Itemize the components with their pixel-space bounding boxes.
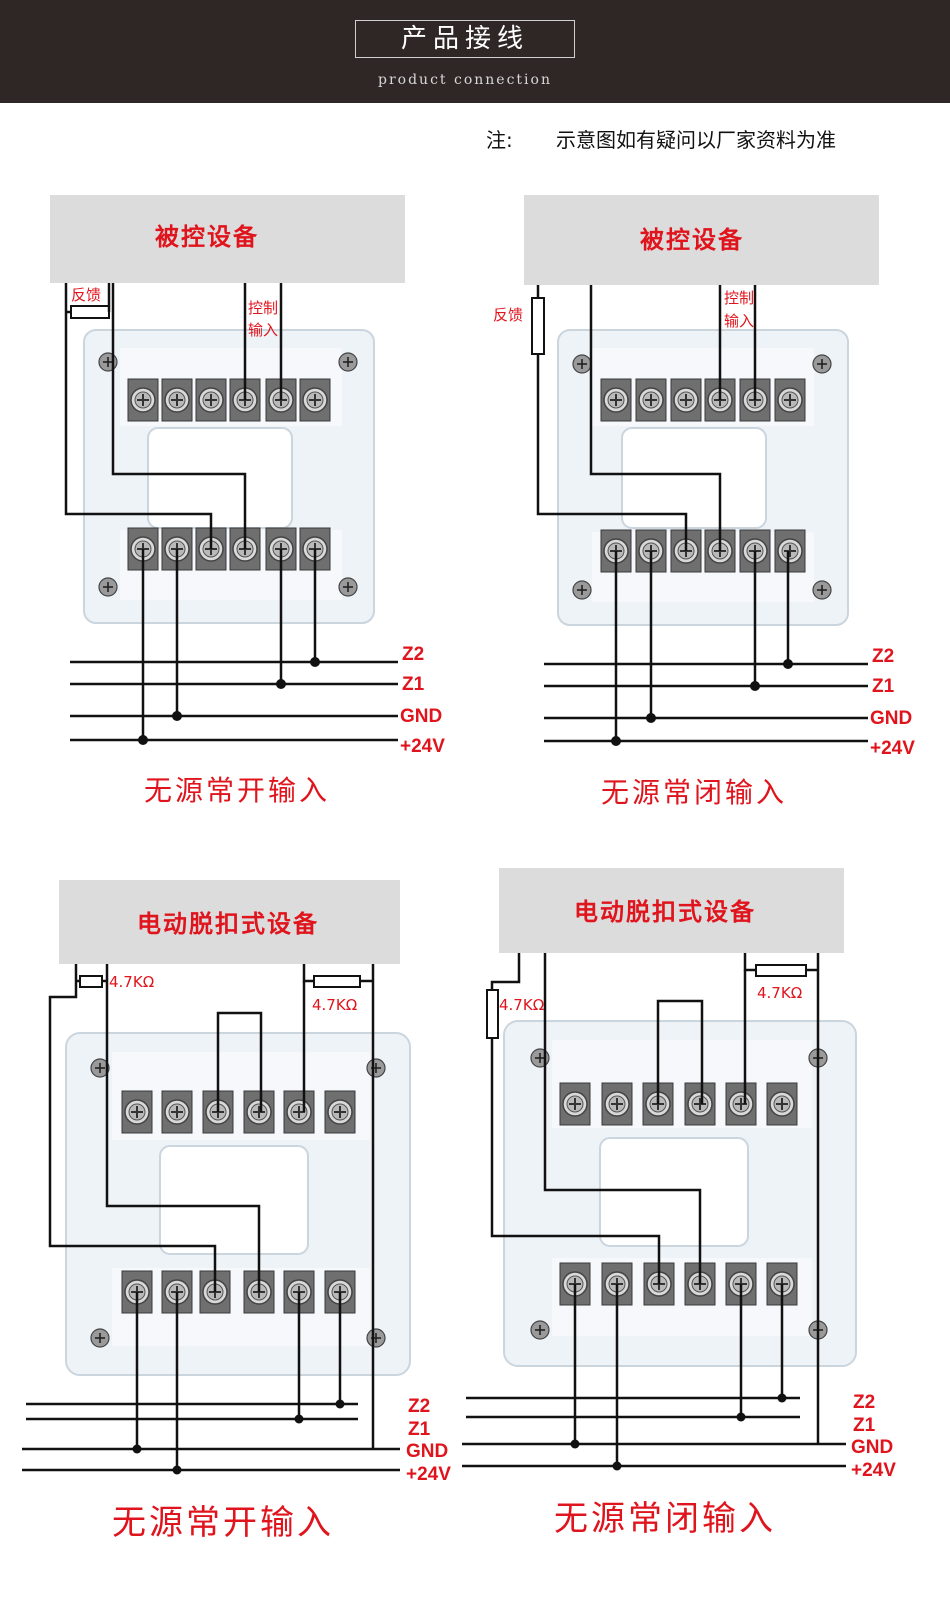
diagram-4: 电动脱扣式设备 4.7KΩ 4.7KΩ [462, 868, 896, 1539]
device-box [524, 195, 879, 285]
corner-screw-icon [572, 580, 592, 600]
bus-label-gnd: GND [870, 708, 912, 729]
corner-screw-icon [366, 1328, 386, 1348]
control-label-2: 输入 [724, 312, 754, 330]
resistor-left [486, 989, 499, 1039]
corner-screw-icon [812, 580, 832, 600]
control-label-2: 输入 [248, 321, 278, 339]
control-label-1: 控制 [724, 289, 754, 307]
bus-label-24v: +24V [406, 1464, 451, 1485]
corner-screw-icon [338, 577, 358, 597]
feedback-label: 反馈 [493, 306, 523, 324]
wires [64, 283, 398, 742]
bus-label-gnd: GND [400, 706, 442, 727]
module-window [159, 1145, 309, 1255]
header-banner: 产品接线 product connection [0, 0, 950, 103]
bus-label-24v: +24V [400, 736, 445, 757]
wires [536, 285, 868, 743]
header-title: 产品接线 [355, 20, 575, 58]
device-label: 被控设备 [155, 223, 259, 251]
device-label: 被控设备 [640, 226, 744, 254]
note-label: 注: [486, 128, 513, 152]
wires [22, 964, 400, 1472]
bus-label-24v: +24V [870, 738, 915, 759]
bus-label-z2: Z2 [853, 1392, 875, 1413]
header-subtitle: product connection [378, 72, 552, 88]
device-box [50, 195, 405, 283]
note-text: 示意图如有疑问以厂家资料为准 [556, 128, 836, 152]
resistor-left-label: 4.7KΩ [499, 996, 544, 1014]
corner-screw-icon [812, 354, 832, 374]
resistor-right-label: 4.7KΩ [312, 996, 357, 1014]
resistor-right-label: 4.7KΩ [757, 984, 802, 1002]
bus-label-z1: Z1 [872, 676, 895, 697]
feedback-resistor [531, 297, 545, 355]
device-box [499, 868, 844, 953]
device-label: 电动脱扣式设备 [574, 898, 756, 926]
resistor-right [313, 975, 361, 988]
control-label-1: 控制 [248, 299, 278, 317]
diagram-3: 电动脱扣式设备 4.7KΩ 4.7KΩ [22, 880, 451, 1543]
device-box [59, 880, 400, 964]
resistor-left [79, 975, 103, 988]
diagram-caption: 无源常闭输入 [554, 1499, 776, 1539]
corner-screw-icon [530, 1320, 550, 1340]
corner-screw-icon [98, 352, 118, 372]
diagram-caption: 无源常开输入 [112, 1503, 334, 1543]
corner-screw-icon [572, 354, 592, 374]
diagram-caption: 无源常开输入 [144, 774, 330, 807]
corner-screw-icon [530, 1048, 550, 1068]
bus-label-gnd: GND [406, 1441, 448, 1462]
corner-screw-icon [98, 577, 118, 597]
diagram-1: 被控设备 反馈 控制 输入 [50, 195, 445, 807]
bus-label-z1: Z1 [408, 1419, 431, 1440]
bus-label-24v: +24V [851, 1460, 896, 1481]
resistor-left-label: 4.7KΩ [109, 973, 154, 991]
bus-label-z1: Z1 [402, 674, 425, 695]
corner-screw-icon [338, 352, 358, 372]
diagram-caption: 无源常闭输入 [601, 776, 787, 809]
bus-label-z1: Z1 [853, 1415, 876, 1436]
bus-label-gnd: GND [851, 1437, 893, 1458]
feedback-label: 反馈 [71, 286, 101, 304]
device-label: 电动脱扣式设备 [137, 910, 319, 938]
diagram-2: 被控设备 反馈 控制 输入 [493, 195, 915, 809]
feedback-resistor [70, 305, 110, 319]
bus-label-z2: Z2 [408, 1396, 430, 1417]
bus-label-z2: Z2 [872, 646, 894, 667]
bus-label-z2: Z2 [402, 644, 424, 665]
module-window [621, 427, 767, 529]
corner-screw-icon [90, 1328, 110, 1348]
corner-screw-icon [366, 1058, 386, 1078]
resistor-right [755, 964, 807, 977]
module-window [599, 1137, 749, 1247]
